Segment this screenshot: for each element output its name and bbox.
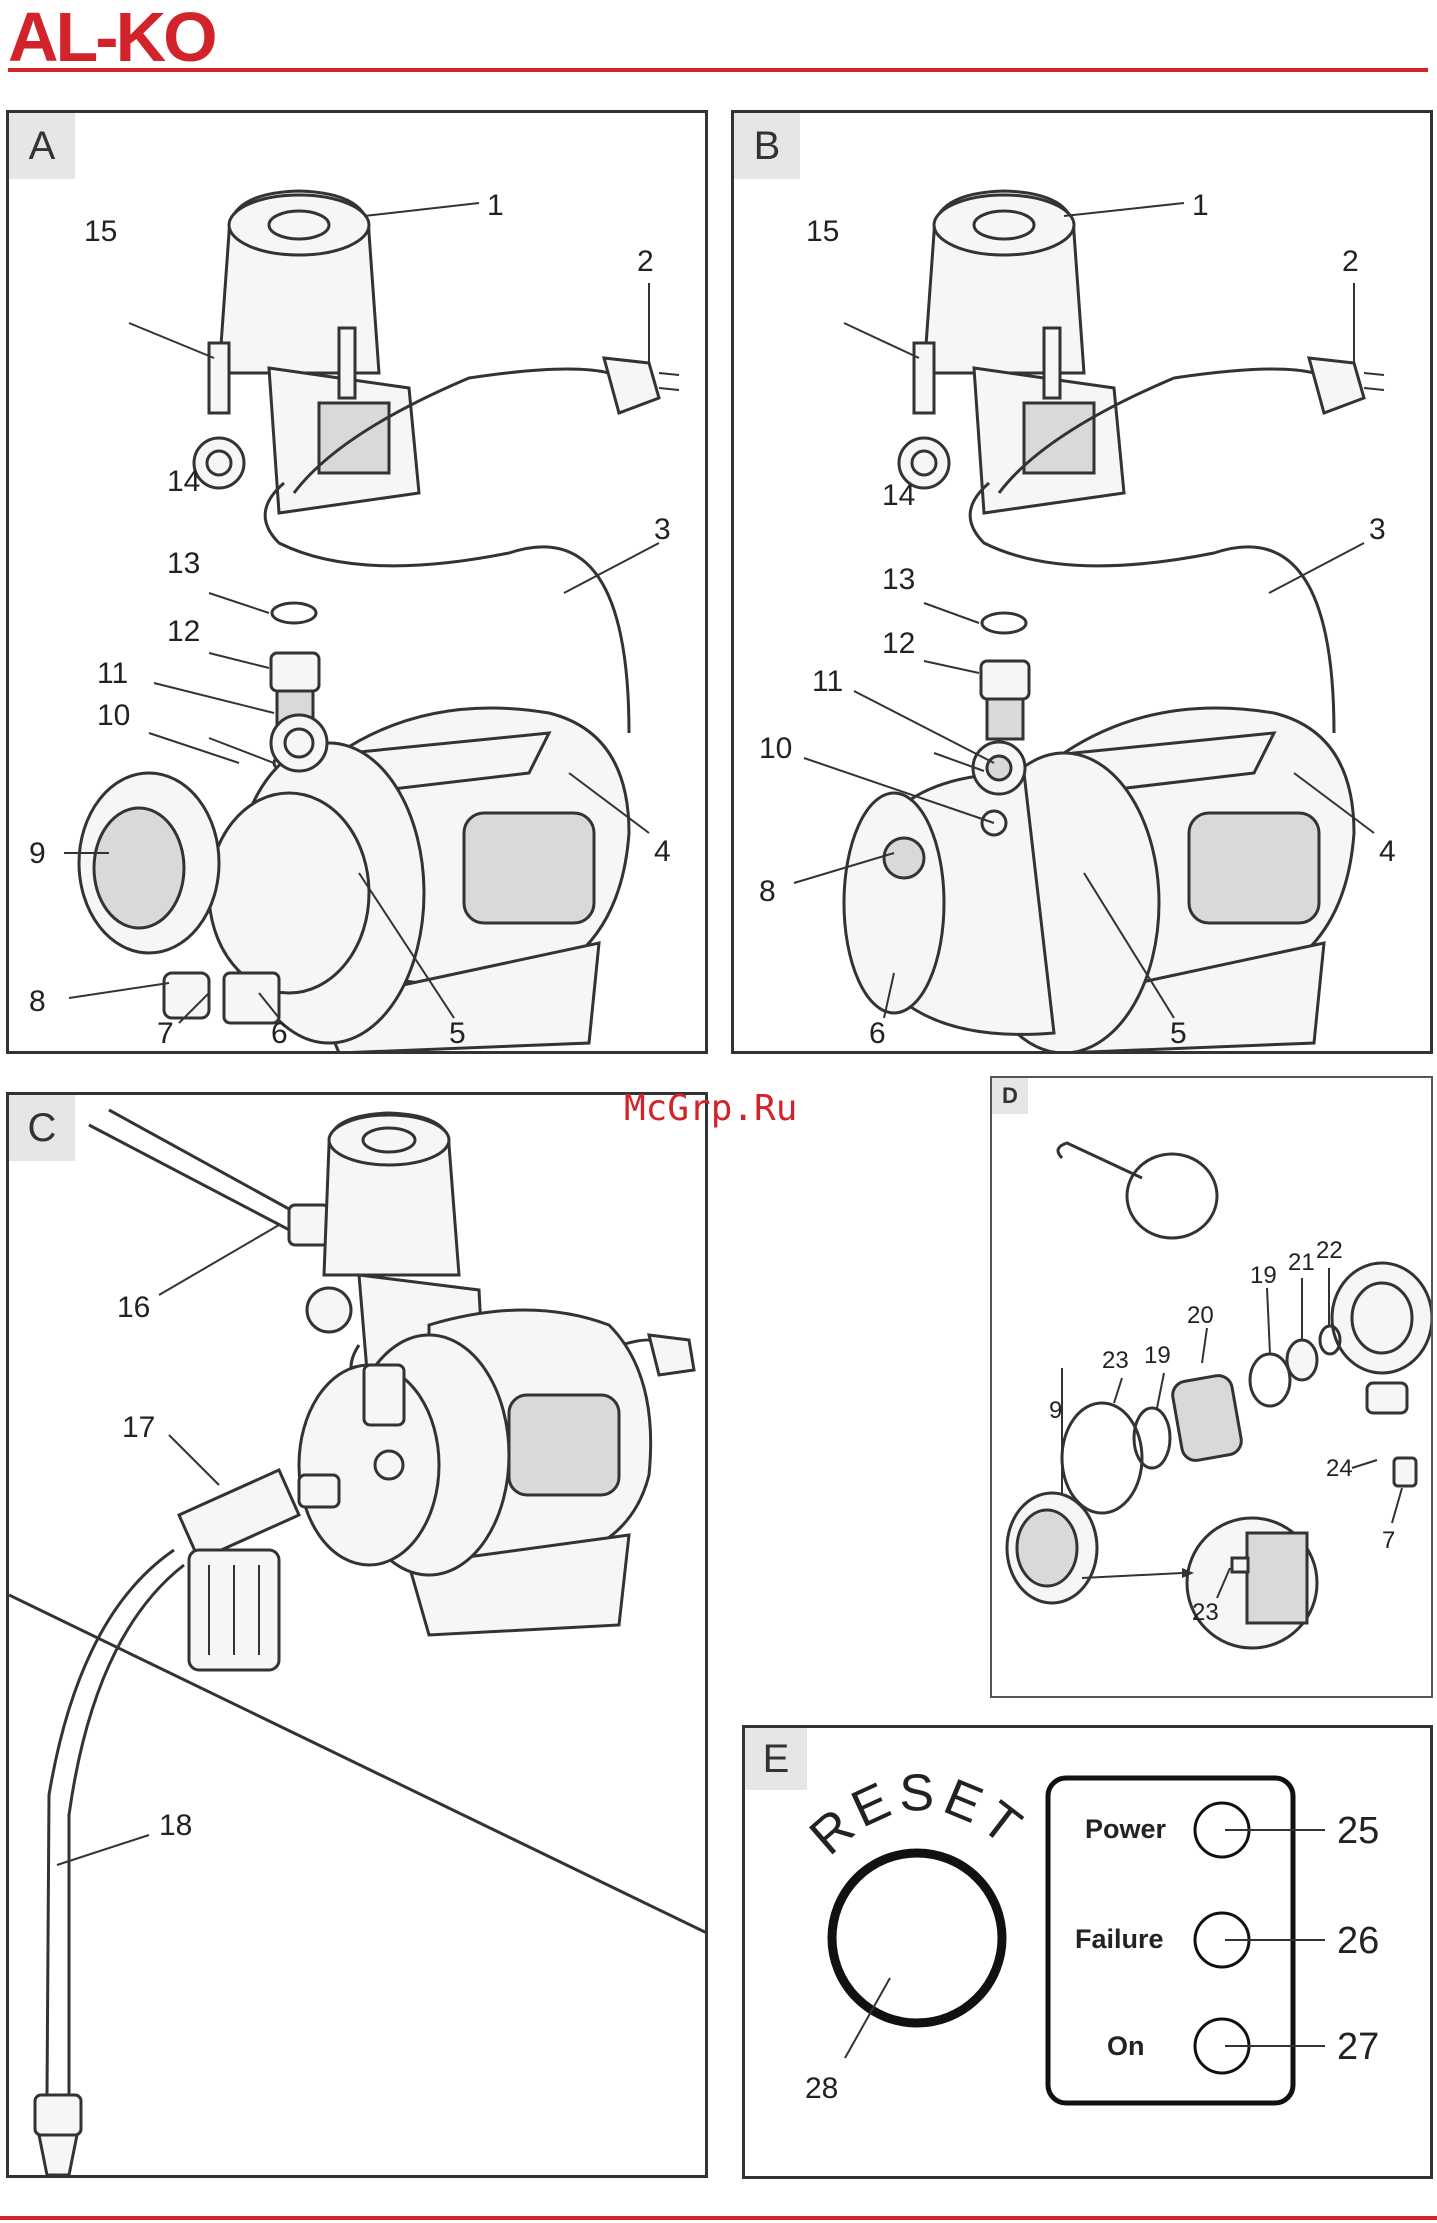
callout-a-1: 1 <box>487 189 504 222</box>
panel-e-drawing: RESET 28 Power Failure On 25 26 27 <box>745 1728 1433 2179</box>
pressure-switch <box>899 191 1124 513</box>
callout-d-24: 24 <box>1326 1455 1353 1482</box>
reset-button[interactable] <box>832 1853 1002 2023</box>
callout-a-2: 2 <box>637 245 654 278</box>
callout-b-14: 14 <box>882 479 915 512</box>
callout-b-10: 10 <box>759 732 792 765</box>
callout-b-4: 4 <box>1379 835 1396 868</box>
callout-a-6: 6 <box>271 1017 288 1050</box>
panel-c-drawing: 16 17 18 <box>9 1095 708 2178</box>
callout-e-28: 28 <box>805 2072 838 2105</box>
callout-c-18: 18 <box>159 1809 192 1842</box>
callout-b-3: 3 <box>1369 513 1386 546</box>
callout-b-15: 15 <box>806 215 839 248</box>
callout-c-16: 16 <box>117 1291 150 1324</box>
header-rule <box>8 68 1428 72</box>
callout-a-14: 14 <box>167 465 200 498</box>
panel-d: D 9 23 19 20 <box>990 1076 1433 1698</box>
callout-d-19a: 19 <box>1144 1342 1171 1369</box>
footer-rule <box>0 2216 1437 2220</box>
callout-e-26: 26 <box>1337 1920 1379 1962</box>
callout-b-1: 1 <box>1192 189 1209 222</box>
panel-a-drawing: 1 2 3 4 5 6 7 8 9 10 11 12 13 14 15 <box>9 113 708 1054</box>
callout-b-12: 12 <box>882 627 915 660</box>
callout-d-19b: 19 <box>1250 1262 1277 1289</box>
callout-b-2: 2 <box>1342 245 1359 278</box>
callout-d-21: 21 <box>1288 1249 1315 1276</box>
panel-b: B <box>731 110 1433 1054</box>
callout-d-7: 7 <box>1382 1527 1395 1554</box>
panel-c: C <box>6 1092 708 2178</box>
panel-d-drawing: 9 23 19 20 19 21 22 24 7 23 <box>992 1078 1433 1698</box>
failure-label: Failure <box>1075 1924 1164 1954</box>
watermark: McGrp.Ru <box>624 1088 797 1129</box>
callout-a-8: 8 <box>29 985 46 1018</box>
callout-a-11: 11 <box>97 657 128 690</box>
callout-d-9: 9 <box>1049 1397 1062 1424</box>
callout-b-11: 11 <box>812 665 843 698</box>
callout-a-10: 10 <box>97 699 130 732</box>
callout-a-3: 3 <box>654 513 671 546</box>
callout-d-23: 23 <box>1102 1347 1129 1374</box>
callout-a-7: 7 <box>157 1017 174 1050</box>
callout-d-22: 22 <box>1316 1237 1343 1264</box>
on-label: On <box>1107 2031 1145 2061</box>
pressure-switch <box>194 191 419 513</box>
callout-a-4: 4 <box>654 835 671 868</box>
callout-b-5: 5 <box>1170 1017 1187 1050</box>
callout-c-17: 17 <box>122 1411 155 1444</box>
alko-logo: AL-KO <box>8 2 215 72</box>
callout-e-27: 27 <box>1337 2026 1379 2068</box>
panel-a: A <box>6 110 708 1054</box>
callout-b-8: 8 <box>759 875 776 908</box>
callout-a-13: 13 <box>167 547 200 580</box>
callout-a-9: 9 <box>29 837 46 870</box>
callout-e-25: 25 <box>1337 1810 1379 1852</box>
pump-body <box>844 708 1354 1053</box>
callout-a-5: 5 <box>449 1017 466 1050</box>
callout-d-20: 20 <box>1187 1302 1214 1329</box>
power-label: Power <box>1085 1814 1167 1844</box>
callout-d-23b: 23 <box>1192 1599 1219 1626</box>
panel-b-drawing: 1 2 3 4 5 6 8 10 11 12 13 14 15 <box>734 113 1433 1054</box>
callout-a-15: 15 <box>84 215 117 248</box>
callout-b-13: 13 <box>882 563 915 596</box>
panel-e: E RESET 28 Power Failure On 25 26 27 <box>742 1725 1433 2179</box>
prefilter <box>179 1470 339 1670</box>
callout-b-6: 6 <box>869 1017 886 1050</box>
callout-a-12: 12 <box>167 615 200 648</box>
pump-body <box>79 708 629 1053</box>
